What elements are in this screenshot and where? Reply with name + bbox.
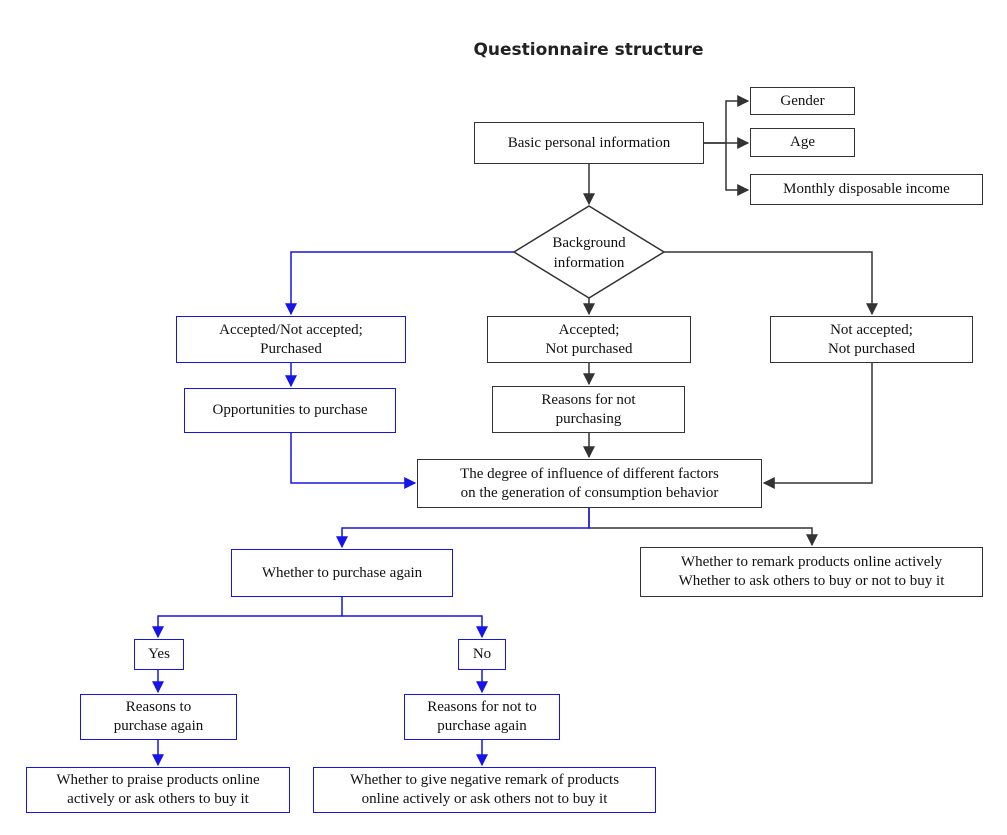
connector-basic-to-income (725, 143, 750, 196)
connector-purchase-again-to-no (342, 615, 488, 639)
node-no: No (458, 639, 506, 670)
node-remark-products-online: Whether to remark products online active… (640, 547, 983, 597)
node-background-information: Background information (552, 235, 626, 271)
connector-background-to-purchased (285, 251, 514, 316)
node-accepted-not-purchased: Accepted; Not purchased (487, 316, 691, 363)
node-influence-of-factors: The degree of influence of different fac… (417, 459, 762, 508)
node-reasons-to-purchase-again: Reasons to purchase again (80, 694, 237, 740)
node-negative-remark-online: Whether to give negative remark of produ… (313, 767, 656, 813)
node-age: Age (750, 128, 855, 157)
connector-background-to-not-accepted (664, 251, 878, 316)
diagram-title: Questionnaire structure (473, 40, 704, 60)
node-monthly-disposable-income: Monthly disposable income (750, 174, 983, 205)
node-praise-products-online: Whether to praise products online active… (26, 767, 290, 813)
connector-influence-to-remark (588, 508, 818, 547)
connector-purchase-again-to-yes (152, 597, 343, 639)
node-basic-personal-information: Basic personal information (474, 122, 704, 164)
node-gender: Gender (750, 87, 855, 115)
node-accepted-purchased: Accepted/Not accepted; Purchased (176, 316, 406, 363)
node-reasons-for-not-purchasing: Reasons for not purchasing (492, 386, 685, 433)
connector-basic-to-gender (704, 95, 750, 144)
node-not-accepted-not-purchased: Not accepted; Not purchased (770, 316, 973, 363)
connector-opportunities-to-influence (290, 433, 417, 489)
node-whether-to-purchase-again: Whether to purchase again (231, 549, 453, 597)
connector-influence-to-purchase-again (336, 508, 590, 549)
connector-not-accepted-to-influence (762, 363, 873, 489)
node-yes: Yes (134, 639, 184, 670)
node-opportunities-to-purchase: Opportunities to purchase (184, 388, 396, 433)
node-reasons-not-to-purchase-again: Reasons for not to purchase again (404, 694, 560, 740)
